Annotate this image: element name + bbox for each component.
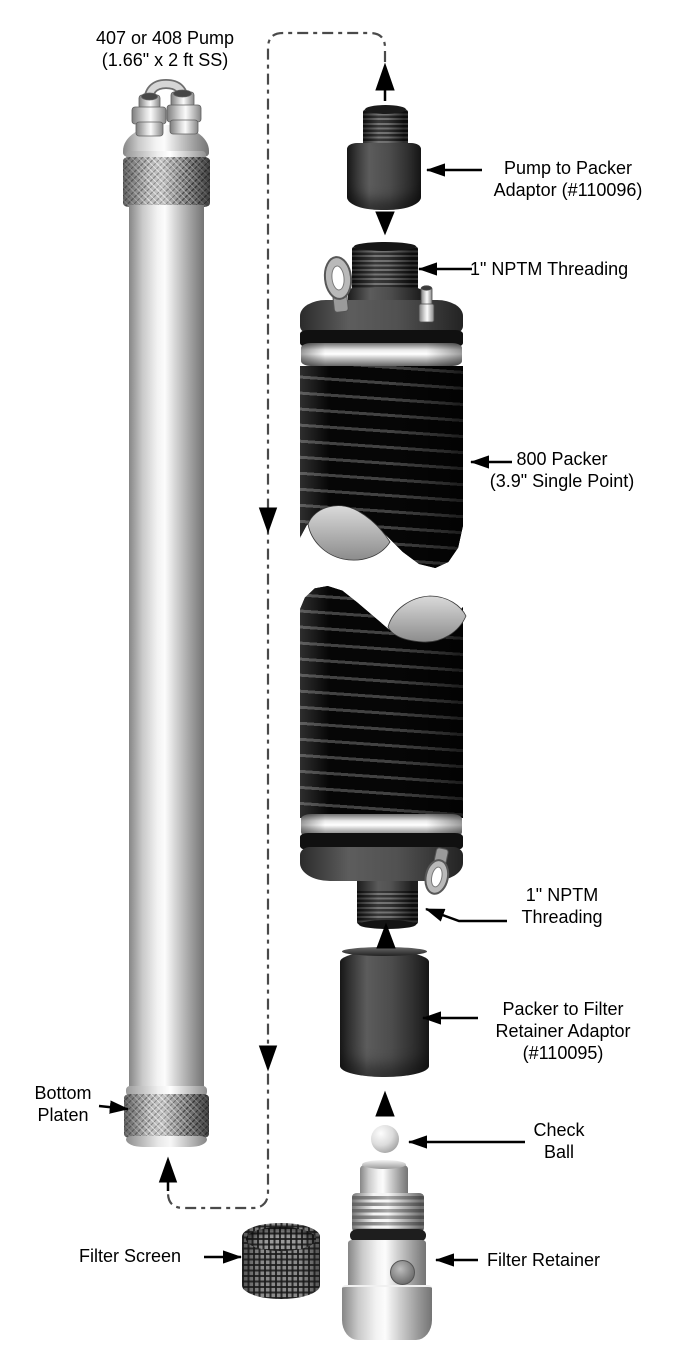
arrow-up-to-pump-bottom bbox=[158, 1156, 178, 1183]
arrow-down-dashed-path-lower bbox=[258, 1045, 278, 1072]
packer-rubber-element-lower bbox=[300, 586, 463, 818]
label-filter-screen: Filter Screen bbox=[79, 1246, 182, 1266]
pump-cap-ring bbox=[126, 151, 206, 160]
bottom-platen-knurl bbox=[124, 1094, 209, 1138]
arrow-up-ball-to-adaptor bbox=[375, 1090, 395, 1117]
packer-to-filter-retainer-adaptor-body bbox=[340, 947, 429, 1077]
arrow-down-adaptor-to-packer bbox=[375, 211, 395, 236]
nipple-top-face bbox=[365, 105, 406, 114]
label-pump-to-packer-adaptor: Pump to Packer Adaptor (#110096) bbox=[493, 158, 643, 200]
collar-top-face bbox=[354, 242, 416, 251]
stub-top-face bbox=[362, 1160, 406, 1169]
filter-retainer-base bbox=[342, 1285, 432, 1340]
arrow-up-adaptor-to-pump bbox=[375, 62, 395, 91]
filter-retainer-body bbox=[348, 1240, 426, 1289]
filter-retainer-oring bbox=[350, 1229, 426, 1242]
packer-top-cap bbox=[300, 300, 463, 334]
filter-retainer-threads bbox=[352, 1193, 424, 1232]
pump-handle-highlight bbox=[144, 80, 188, 105]
stub-bottom-face bbox=[359, 920, 416, 929]
bottom-platen-top-rim bbox=[126, 1086, 207, 1096]
label-nptm-threading-top: 1" NPTM Threading bbox=[470, 259, 629, 279]
pump-handle bbox=[143, 78, 189, 105]
pump-adaptor-threaded-nipple bbox=[363, 105, 408, 147]
pump-to-packer-adaptor-body bbox=[347, 143, 421, 210]
packer-top-silver-band bbox=[301, 343, 462, 366]
adaptor-top-face bbox=[342, 947, 427, 956]
leader-nptm-bottom bbox=[425, 907, 507, 923]
label-nptm-threading-bottom: 1" NPTM Threading bbox=[521, 885, 603, 927]
pump-top-knurl bbox=[123, 157, 210, 207]
label-800-packer: 800 Packer (3.9" Single Point) bbox=[489, 449, 635, 491]
label-bottom-platen: Bottom Platen bbox=[34, 1083, 92, 1125]
filter-screen-opening bbox=[246, 1227, 316, 1251]
filter-retainer-port-hole bbox=[390, 1260, 415, 1285]
label-pump: 407 or 408 Pump (1.66" x 2 ft SS) bbox=[95, 28, 235, 70]
label-check-ball: Check Ball bbox=[533, 1120, 585, 1162]
pump-body bbox=[129, 205, 204, 1089]
packer-bottom-cap bbox=[300, 847, 463, 881]
label-filter-retainer: Filter Retainer bbox=[487, 1250, 601, 1270]
label-packer-to-filter-retainer-adaptor: Packer to Filter Retainer Adaptor (#1100… bbox=[495, 999, 631, 1063]
filter-screen-mesh bbox=[242, 1223, 320, 1299]
arrow-down-dashed-path-upper bbox=[258, 507, 278, 534]
check-ball bbox=[371, 1125, 399, 1153]
packer-rubber-element-upper bbox=[300, 366, 463, 568]
bottom-platen-bottom-rim bbox=[126, 1136, 207, 1147]
